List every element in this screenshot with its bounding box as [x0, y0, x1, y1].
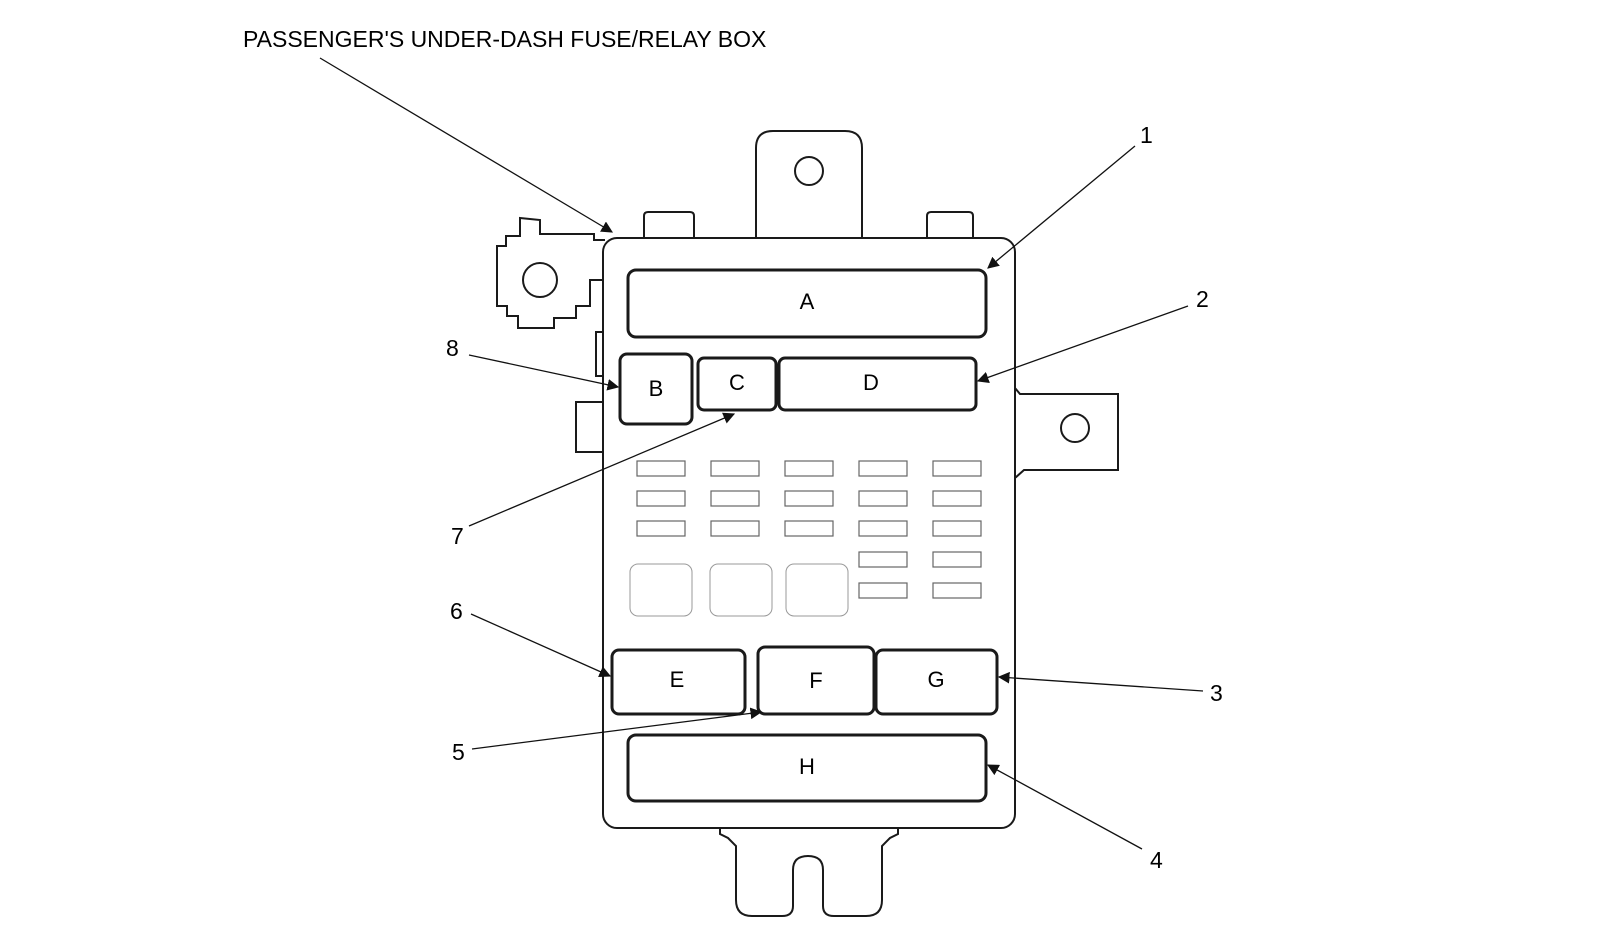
fuse-slot [858, 490, 908, 507]
connector-h-label: H [799, 754, 815, 779]
connector-b: B [618, 352, 694, 426]
fuse-slot [932, 520, 982, 537]
callout-3: 3 [1210, 680, 1223, 706]
connector-e: E [610, 648, 747, 716]
fuse-slot [710, 490, 760, 507]
top-mount-hole [794, 156, 824, 186]
fuse-slot [636, 460, 686, 477]
connector-c: C [696, 356, 778, 412]
connector-e-label: E [670, 667, 685, 692]
callout-5: 5 [452, 739, 465, 765]
callout-6-leader [470, 613, 612, 678]
callout-1: 1 [1140, 122, 1153, 148]
fuse-slot [858, 520, 908, 537]
left-mount-hole [522, 262, 558, 298]
callout-2-leader [976, 305, 1189, 383]
diagram-title: PASSENGER'S UNDER-DASH FUSE/RELAY BOX [243, 26, 766, 52]
callout-4: 4 [1150, 847, 1163, 873]
relay-socket [785, 563, 849, 617]
callout-2: 2 [1196, 286, 1209, 312]
connector-f-label: F [809, 668, 822, 693]
fuse-slot [858, 582, 908, 599]
callout-8: 8 [446, 335, 459, 361]
fuse-slot [784, 490, 834, 507]
callout-4-leader [986, 764, 1143, 850]
connector-c-label: C [729, 370, 745, 395]
callout-8-leader [468, 354, 620, 391]
fuse-slot [932, 582, 982, 599]
relay-socket [629, 563, 693, 617]
callout-6: 6 [450, 598, 463, 624]
relay-socket [709, 563, 773, 617]
fuse-slot [932, 551, 982, 568]
connector-d-label: D [863, 370, 879, 395]
connector-f: F [756, 645, 876, 716]
connector-a-label: A [800, 289, 815, 314]
fuse-slot [636, 490, 686, 507]
fuse-slot [710, 520, 760, 537]
callout-3-leader [997, 671, 1204, 692]
fuse-slot [710, 460, 760, 477]
bottom-mounting-tab [719, 826, 899, 917]
fuse-slot [784, 460, 834, 477]
connector-b-label: B [649, 376, 664, 401]
top-left-clip [643, 211, 695, 240]
fuse-slot-grid [636, 460, 982, 599]
right-mount-hole [1060, 413, 1090, 443]
fuse-slot [784, 520, 834, 537]
fuse-slot [858, 460, 908, 477]
left-side-notch [575, 401, 605, 453]
callout-7-leader [468, 412, 736, 527]
callout-5-leader [471, 707, 763, 750]
connector-g-label: G [927, 667, 944, 692]
connector-a: A [626, 268, 988, 339]
connector-d: D [777, 356, 978, 412]
fuse-slot [932, 490, 982, 507]
fuse-slot [932, 460, 982, 477]
fuse-slot [636, 520, 686, 537]
callout-1-leader [987, 145, 1136, 269]
title-leader-line [319, 57, 614, 233]
callout-7: 7 [451, 523, 464, 549]
top-right-clip [926, 211, 974, 240]
connector-h: H [626, 733, 988, 803]
connector-g: G [874, 648, 999, 716]
relay-socket-row [629, 563, 849, 617]
fuse-slot [858, 551, 908, 568]
